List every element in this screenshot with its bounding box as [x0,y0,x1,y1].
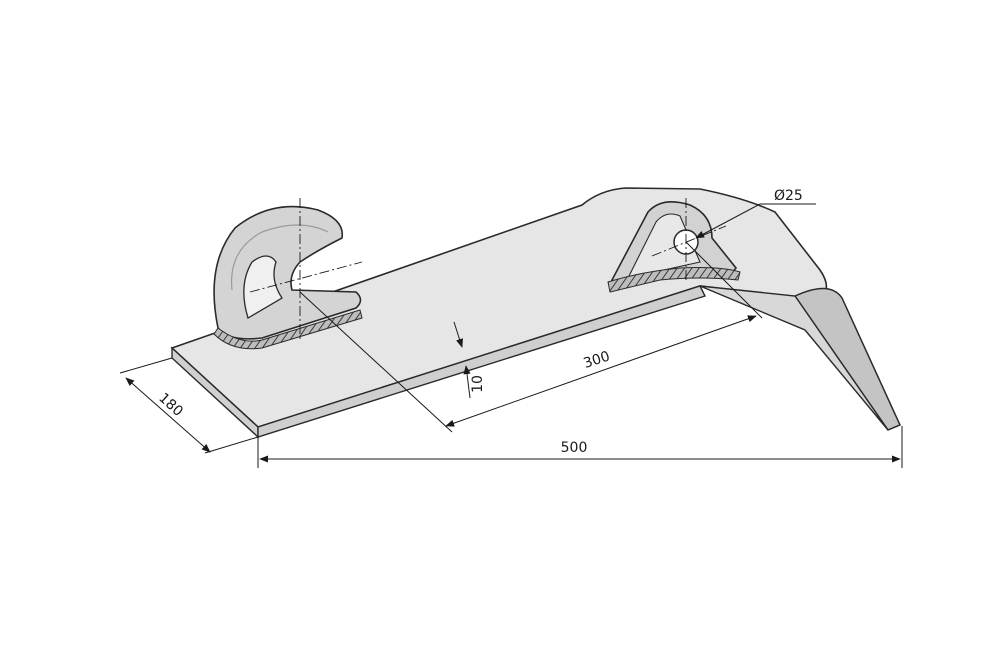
ext-line-180-b [204,436,259,454]
dim-line-10-bottom [463,365,471,399]
plate-bent-tip-face [699,285,889,431]
dim-text-300: 300 [582,348,612,371]
dim-text-10: 10 [470,375,486,393]
hook-highlight [230,224,329,291]
ext-line-300-b [685,241,763,319]
dim-line-10-top [453,321,463,348]
dim-text-500: 500 [561,440,588,456]
lug-weld-seam [607,267,741,293]
hook-weld-seam [213,309,363,350]
dimensions [119,203,903,468]
hook-inner-slot [243,255,283,319]
dim-line-180 [125,377,211,453]
hook-bracket [213,205,363,350]
dim-text-hole-diameter: Ø25 [774,188,803,204]
ext-line-180-a [119,357,173,374]
leader-hole-diameter [695,203,816,239]
dim-text-180: 180 [155,390,186,420]
lug-centerline-horizontal [651,225,727,257]
plate-bent-tip [793,287,902,431]
center-lines [249,198,727,342]
ext-line-300-a [299,291,453,433]
hook-centerline-horizontal [249,261,363,293]
dim-line-300 [445,315,757,427]
